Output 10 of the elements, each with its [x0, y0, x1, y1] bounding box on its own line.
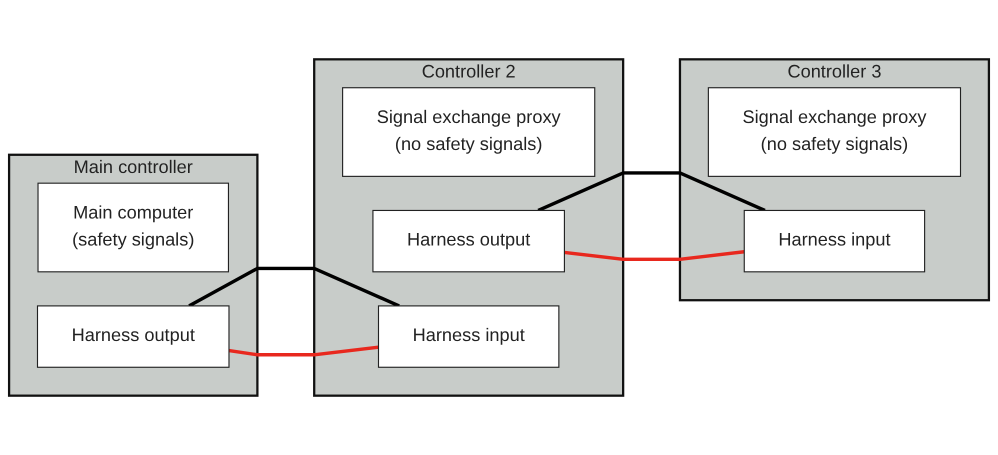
node-box: Harness output — [372, 210, 565, 272]
connector — [564, 250, 744, 262]
node-box: Harness input — [378, 305, 560, 368]
node-box: Main computer (safety signals) — [37, 182, 230, 272]
connector — [228, 346, 379, 356]
node-box: Signal exchange proxy (no safety signals) — [708, 87, 962, 177]
node-box: Harness input — [744, 210, 926, 272]
node-box: Signal exchange proxy (no safety signals) — [342, 87, 596, 177]
node-box: Harness output — [36, 305, 230, 368]
connector — [188, 266, 400, 308]
